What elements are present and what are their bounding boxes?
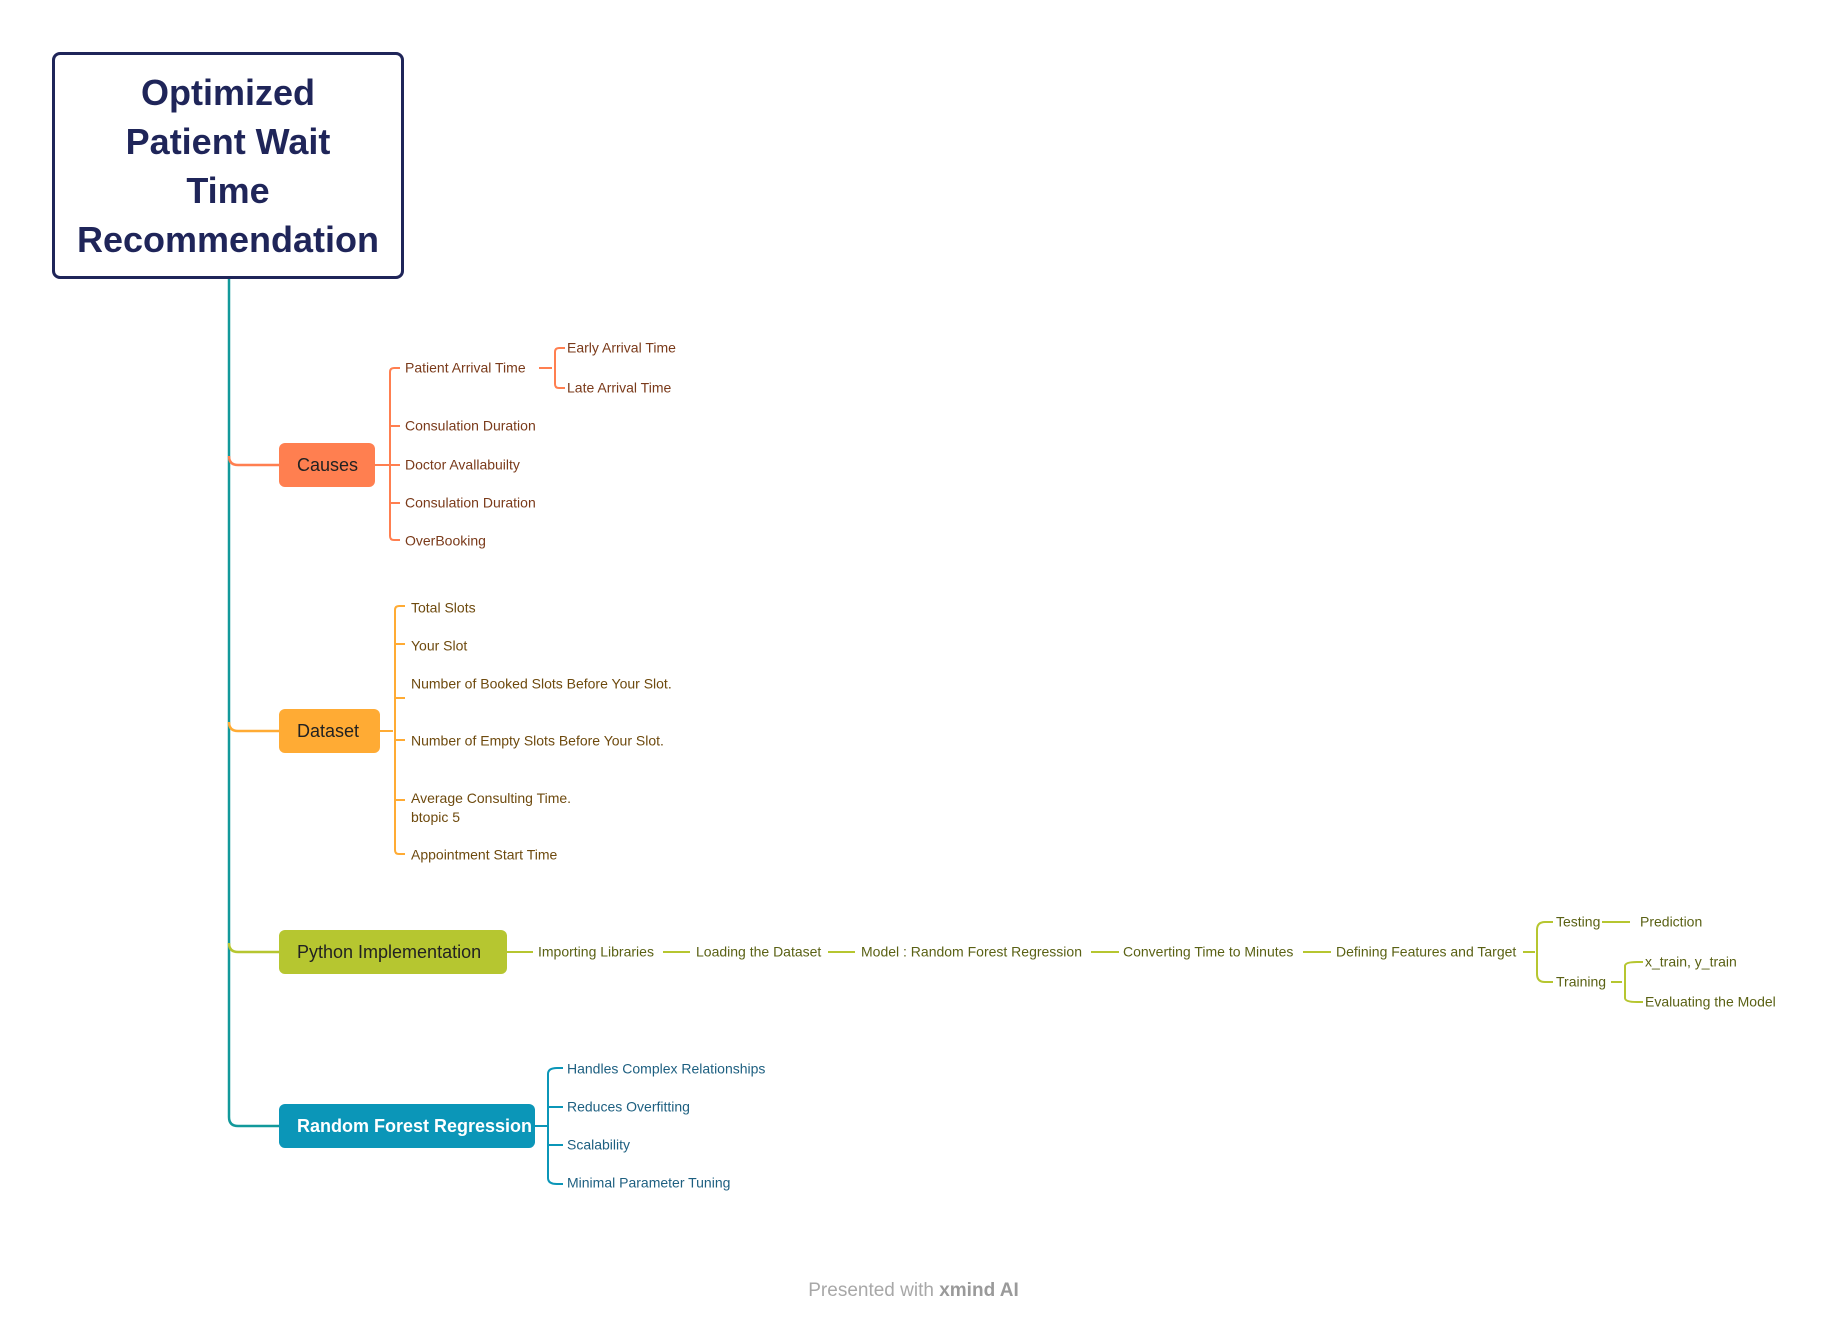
footer-prefix: Presented with bbox=[808, 1280, 940, 1301]
dataset-empty-slots[interactable]: Number of Empty Slots Before Your Slot. bbox=[411, 731, 664, 751]
rf-scalability[interactable]: Scalability bbox=[567, 1135, 631, 1155]
trunk-to-dataset bbox=[227, 721, 279, 733]
root-topic[interactable]: Optimized Patient Wait Time Recommendati… bbox=[52, 52, 404, 279]
dataset-total-slots[interactable]: Total Slots bbox=[411, 598, 476, 618]
python-connectors bbox=[507, 921, 1643, 1003]
python-testing[interactable]: Testing bbox=[1556, 912, 1601, 932]
python-loading-dataset[interactable]: Loading the Dataset bbox=[696, 942, 822, 962]
python-converting-time[interactable]: Converting Time to Minutes bbox=[1123, 942, 1294, 962]
causes-doctor-availability[interactable]: Doctor Avallabuilty bbox=[405, 455, 520, 475]
trunk-to-python bbox=[227, 942, 279, 954]
python-training[interactable]: Training bbox=[1556, 972, 1607, 992]
footer-brand: xmind AI bbox=[939, 1280, 1019, 1301]
trunk-to-causes bbox=[227, 455, 279, 467]
rf-connectors bbox=[535, 1067, 563, 1185]
branch-dataset[interactable]: Dataset bbox=[279, 709, 380, 753]
footer-credit: Presented with xmind AI bbox=[0, 1280, 1827, 1302]
causes-early-arrival-time[interactable]: Early Arrival Time bbox=[567, 338, 676, 358]
python-xtrain-ytrain[interactable]: x_train, y_train bbox=[1645, 952, 1737, 972]
causes-connectors bbox=[375, 347, 565, 541]
causes-patient-arrival-time[interactable]: Patient Arrival Time bbox=[405, 358, 526, 378]
dataset-average-consulting-time[interactable]: Average Consulting Time. btopic 5 bbox=[411, 789, 572, 827]
root-topic-title: Optimized Patient Wait Time Recommendati… bbox=[76, 71, 380, 260]
causes-consulation-duration-1[interactable]: Consulation Duration bbox=[405, 416, 536, 436]
causes-consulation-duration-2[interactable]: Consulation Duration bbox=[405, 493, 536, 513]
dataset-appointment-start-time[interactable]: Appointment Start Time bbox=[411, 845, 558, 865]
dataset-average-line2: btopic 5 bbox=[411, 809, 461, 825]
branch-random-forest-regression[interactable]: Random Forest Regression bbox=[279, 1104, 535, 1148]
python-importing-libraries[interactable]: Importing Libraries bbox=[538, 942, 654, 962]
dataset-average-line1: Average Consulting Time. bbox=[411, 790, 572, 806]
branch-python-implementation[interactable]: Python Implementation bbox=[279, 930, 507, 974]
python-defining-features[interactable]: Defining Features and Target bbox=[1336, 942, 1517, 962]
dataset-your-slot[interactable]: Your Slot bbox=[411, 636, 468, 656]
rf-handles-complex-relationships[interactable]: Handles Complex Relationships bbox=[567, 1059, 766, 1079]
causes-late-arrival-time[interactable]: Late Arrival Time bbox=[567, 378, 672, 398]
python-prediction[interactable]: Prediction bbox=[1640, 912, 1703, 932]
python-evaluating-model[interactable]: Evaluating the Model bbox=[1645, 992, 1776, 1012]
trunk-line bbox=[227, 279, 279, 1128]
dataset-booked-slots[interactable]: Number of Booked Slots Before Your Slot. bbox=[411, 674, 672, 694]
python-model-random-forest[interactable]: Model : Random Forest Regression bbox=[861, 942, 1082, 962]
rf-minimal-parameter-tuning[interactable]: Minimal Parameter Tuning bbox=[567, 1173, 731, 1193]
branch-causes[interactable]: Causes bbox=[279, 443, 375, 487]
causes-overbooking[interactable]: OverBooking bbox=[405, 531, 486, 551]
rf-reduces-overfitting[interactable]: Reduces Overfitting bbox=[567, 1097, 690, 1117]
dataset-connectors bbox=[380, 605, 405, 855]
